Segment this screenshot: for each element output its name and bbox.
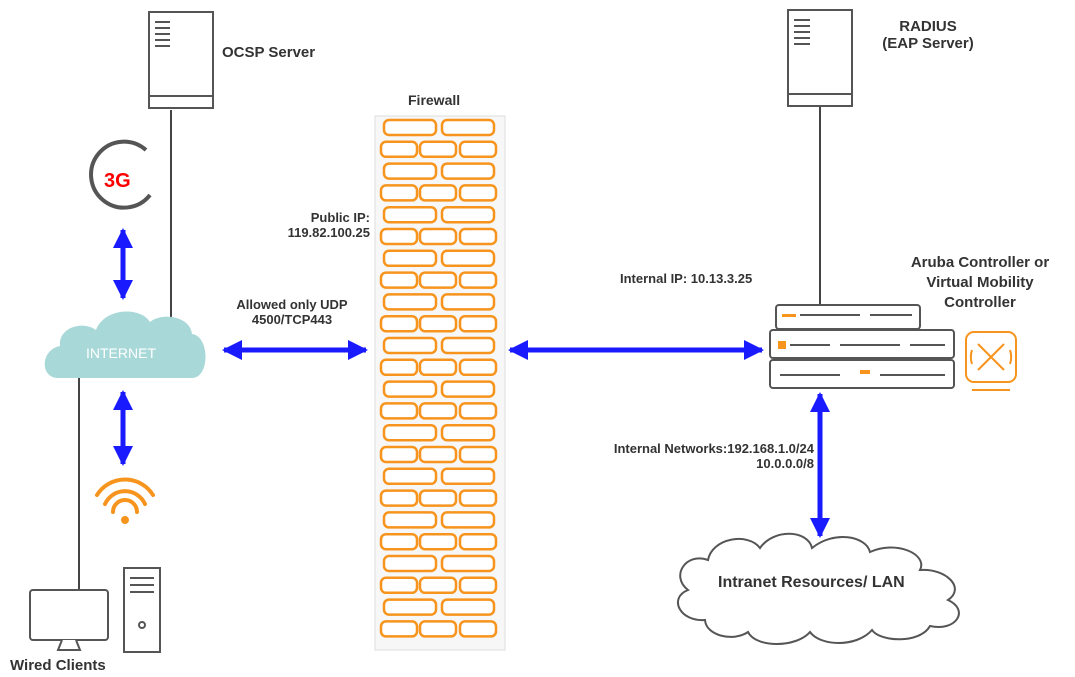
firewall-brick: [458, 358, 498, 377]
firewall-brick: [418, 271, 458, 289]
firewall-brick: [440, 598, 496, 616]
firewall-brick: [458, 314, 498, 333]
firewall-brick: [458, 489, 498, 507]
firewall-brick: [440, 249, 496, 268]
firewall-brick: [382, 467, 438, 486]
ocsp-server-icon: [148, 11, 214, 109]
firewall-brick: [382, 293, 438, 311]
firewall-brick: [458, 184, 498, 202]
firewall-brick: [382, 380, 438, 398]
firewall-brick: [379, 620, 419, 638]
internal-networks-line2: 10.0.0.0/8: [756, 456, 814, 471]
firewall-brick: [440, 380, 496, 398]
firewall-brick: [382, 336, 438, 355]
firewall-brick: [440, 118, 496, 137]
internal-networks-label: Internal Networks:192.168.1.0/24 10.0.0.…: [548, 441, 814, 471]
internal-ip-label: Internal IP: 10.13.3.25: [620, 271, 753, 286]
firewall-brick: [418, 402, 458, 420]
firewall-brick: [440, 467, 496, 486]
controller-label-line3: Controller: [944, 294, 1016, 311]
firewall-brick: [379, 445, 419, 464]
firewall-brick: [382, 598, 438, 616]
firewall-brick: [418, 445, 458, 464]
internet-cloud-icon: [44, 311, 206, 378]
firewall-brick: [440, 293, 496, 311]
public-ip-line2: 119.82.100.25: [287, 225, 370, 240]
firewall-label: Firewall: [408, 92, 461, 108]
firewall-brick: [440, 205, 496, 224]
firewall-brick: [440, 511, 496, 529]
radius-label-line1: RADIUS: [899, 18, 957, 35]
firewall-brick: [458, 445, 498, 464]
firewall-brick: [418, 140, 458, 159]
firewall-brick: [382, 249, 438, 268]
cellular-3g-label: 3G: [104, 170, 131, 192]
firewall-brick: [440, 554, 496, 573]
firewall-brick: [458, 576, 498, 595]
firewall-brick: [379, 184, 419, 202]
firewall-brick: [440, 423, 496, 442]
internet-label: INTERNET: [86, 345, 156, 361]
internal-networks-line1: Internal Networks:192.168.1.0/24: [613, 441, 814, 456]
firewall-brick: [382, 118, 438, 137]
firewall-brick: [418, 184, 458, 202]
firewall-brick: [379, 532, 419, 551]
allowed-ports-line2: 4500/TCP443: [251, 312, 333, 327]
firewall-brick: [379, 314, 419, 333]
intranet-cloud-icon: [676, 532, 960, 645]
public-ip-label: Public IP: 119.82.100.25: [258, 210, 370, 240]
firewall-brick: [458, 227, 498, 246]
firewall-brick: [379, 489, 419, 507]
radius-label-line2: (EAP Server): [882, 35, 974, 52]
ocsp-server-label: OCSP Server: [222, 44, 316, 61]
firewall-brick: [382, 205, 438, 224]
public-ip-line1: Public IP:: [310, 210, 370, 225]
firewall-brick: [458, 402, 498, 420]
controller-icon: [769, 304, 1017, 391]
arrows: [113, 228, 830, 538]
firewall-brick: [440, 336, 496, 355]
controller-label-line2: Virtual Mobility: [926, 274, 1034, 291]
firewall-brick: [418, 227, 458, 246]
firewall-brick: [382, 162, 438, 180]
connection-lines: [78, 105, 821, 590]
wifi-icon: [95, 477, 155, 524]
firewall-brick: [379, 227, 419, 246]
firewall-brick: [379, 358, 419, 377]
firewall-brick: [379, 402, 419, 420]
firewall-brick: [458, 271, 498, 289]
controller-label: Aruba Controller or Virtual Mobility Con…: [890, 253, 1070, 313]
wired-clients-label: Wired Clients: [10, 657, 106, 674]
radius-label: RADIUS (EAP Server): [868, 18, 988, 52]
firewall-brick: [440, 162, 496, 180]
firewall-brick: [418, 576, 458, 595]
firewall-brick: [458, 620, 498, 638]
firewall-brick: [418, 620, 458, 638]
firewall-icon: [374, 115, 506, 651]
controller-label-line1: Aruba Controller or: [910, 254, 1050, 271]
firewall-brick: [382, 511, 438, 529]
firewall-brick: [382, 423, 438, 442]
firewall-brick: [379, 271, 419, 289]
firewall-brick: [418, 314, 458, 333]
firewall-brick: [418, 358, 458, 377]
firewall-brick: [379, 140, 419, 159]
firewall-brick: [418, 532, 458, 551]
wired-clients-icon: [29, 567, 161, 653]
firewall-brick: [458, 140, 498, 159]
radius-server-icon: [787, 9, 853, 107]
cellular-3g-icon: [89, 139, 152, 210]
firewall-brick: [382, 554, 438, 573]
firewall-brick: [379, 576, 419, 595]
firewall-brick: [458, 532, 498, 551]
allowed-ports-line1: Allowed only UDP: [236, 297, 348, 312]
firewall-brick: [418, 489, 458, 507]
intranet-label: Intranet Resources/ LAN: [718, 574, 905, 591]
allowed-ports-label: Allowed only UDP 4500/TCP443: [222, 297, 362, 327]
